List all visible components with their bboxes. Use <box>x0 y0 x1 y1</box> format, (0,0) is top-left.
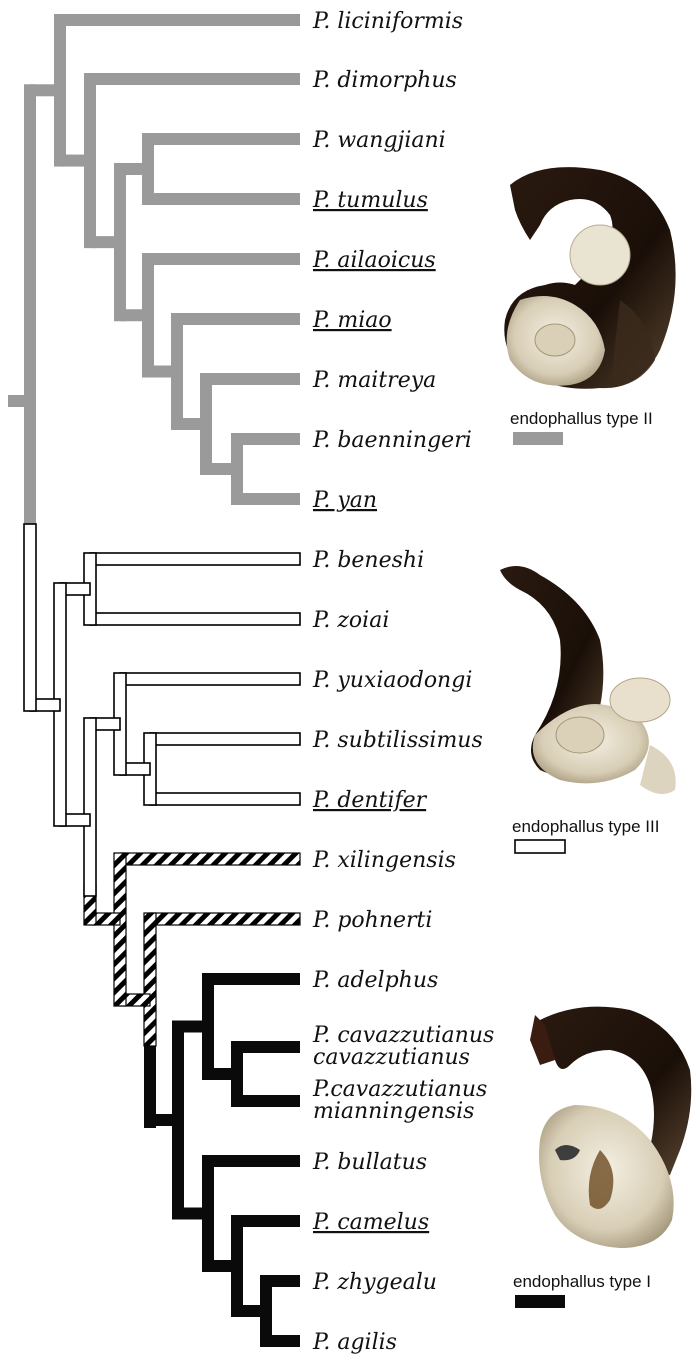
branch-yuxiaodongi <box>120 673 300 685</box>
taxon-label: P. miao <box>312 308 392 333</box>
node-pohnerti <box>144 913 156 1046</box>
taxon-label: cavazzutianus <box>313 1045 470 1070</box>
endophallus-type-I-photo <box>530 1007 691 1248</box>
branch-bullatus <box>208 1155 300 1167</box>
legend-swatch-type-II <box>513 432 563 445</box>
branch-miao <box>177 313 300 325</box>
taxon-label: P. ailaoicus <box>312 248 436 273</box>
root-stub <box>8 395 30 407</box>
taxon-label: P. xilingensis <box>312 848 456 873</box>
taxon-label: P. adelphus <box>312 968 438 993</box>
branch-ailaoicus <box>148 253 300 265</box>
root-gray-section <box>24 84 36 536</box>
branch-subtilissimus <box>150 733 300 745</box>
taxon-label: P. camelus <box>312 1210 429 1235</box>
node-xilingensis <box>114 853 126 1006</box>
legend-label-type-II: endophallus type II <box>510 409 653 428</box>
taxon-label: P. yuxiaodongi <box>312 668 472 693</box>
legend-swatch-type-I <box>515 1295 565 1308</box>
branch-wangjiani <box>148 133 300 145</box>
taxon-label: P. yan <box>312 488 377 513</box>
taxon-label: P. agilis <box>312 1330 397 1355</box>
taxon-label: P. subtilissimus <box>312 728 483 753</box>
branch-tumulus <box>148 193 300 205</box>
branch-pohnerti <box>150 913 300 925</box>
branch-cavazzutianus-cavazzutianus <box>237 1041 300 1053</box>
tree-branches <box>8 14 300 1347</box>
branch-maitreya <box>206 373 300 385</box>
taxon-label: mianningensis <box>313 1099 474 1124</box>
node-white-lower <box>84 718 96 896</box>
legend-label-type-III: endophallus type III <box>512 817 659 836</box>
stem-black-lower <box>144 1034 156 1128</box>
branch-adelphus <box>208 973 300 985</box>
branch-zoiai <box>90 613 300 625</box>
branch-yan <box>237 493 300 505</box>
branch-dimorphus <box>90 73 300 85</box>
taxon-label: P. dimorphus <box>312 68 457 93</box>
taxon-label: P. maitreya <box>312 368 436 393</box>
endophallus-type-III-photo <box>500 566 676 794</box>
branch-xilingensis <box>120 853 300 865</box>
branch-baenningeri <box>237 433 300 445</box>
endophallus-type-II-photo <box>504 167 675 389</box>
branch-liciniformis <box>60 14 300 26</box>
taxon-label: P. bullatus <box>312 1150 427 1175</box>
taxon-labels: P. liciniformis P. dimorphus P. wangjianiP… <box>312 9 494 1355</box>
branch-dentifer <box>150 793 300 805</box>
taxon-label: P. baenningeri <box>312 428 472 453</box>
taxon-label: P. beneshi <box>312 548 424 573</box>
branch-cavazzutianus-mianningensis <box>237 1095 300 1107</box>
branch-beneshi <box>90 553 300 565</box>
taxon-label: P. zhygealu <box>312 1270 437 1295</box>
root-white-section <box>24 524 36 711</box>
taxon-label: P. pohnerti <box>312 908 432 933</box>
legend-swatch-type-III <box>515 840 565 853</box>
legend-label-type-I: endophallus type I <box>513 1272 651 1291</box>
taxon-label: P. tumulus <box>312 188 428 213</box>
taxon-label: P. liciniformis <box>312 9 463 34</box>
taxon-label: P. wangjiani <box>312 128 446 153</box>
taxon-label: P. dentifer <box>312 788 428 813</box>
taxon-label: P. zoiai <box>312 608 389 633</box>
branch-camelus <box>237 1215 300 1227</box>
